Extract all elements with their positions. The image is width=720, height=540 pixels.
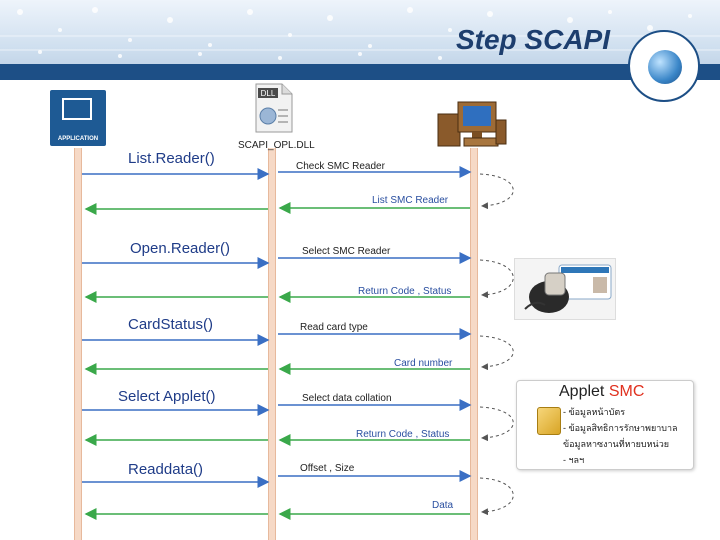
lifeline-dll bbox=[268, 148, 276, 540]
function-readdata: Readdata() bbox=[128, 461, 204, 478]
function-select-applet: Select Applet() bbox=[118, 388, 216, 405]
lifeline-application bbox=[74, 148, 82, 540]
applet-line-2: - ข้อมูลสิทธิการรักษาพยาบาล bbox=[563, 423, 678, 433]
header-bar bbox=[0, 64, 720, 80]
dll-badge: DLL bbox=[261, 89, 276, 98]
message-check-smc-reader: Check SMC Reader bbox=[296, 161, 385, 172]
message-return-code-2: Return Code , Status bbox=[356, 429, 450, 440]
reader-loop-3 bbox=[479, 335, 514, 371]
applet-title-smc: SMC bbox=[608, 383, 645, 400]
message-return-code-1: Return Code , Status bbox=[358, 286, 452, 297]
applet-line-4: - ฯลฯ bbox=[563, 455, 585, 465]
reader-loop-1 bbox=[479, 173, 514, 210]
reader-loop-4 bbox=[479, 406, 514, 442]
globe-icon bbox=[628, 30, 700, 102]
message-data: Data bbox=[432, 500, 454, 511]
function-open-reader: Open.Reader() bbox=[130, 240, 231, 257]
applet-smc-panel: Applet SMC - ข้อมูลหน้าบัตร - ข้อมูลสิทธ… bbox=[516, 380, 694, 470]
message-card-number: Card number bbox=[394, 358, 453, 369]
reader-loop-5 bbox=[479, 477, 514, 516]
applet-title-prefix: Applet bbox=[559, 383, 609, 400]
smart-chip-icon bbox=[537, 407, 561, 435]
slide-header bbox=[0, 0, 720, 80]
application-icon: APPLICATION bbox=[50, 90, 106, 146]
dll-name: SCAPI_OPL.DLL bbox=[238, 140, 315, 151]
function-card-status: CardStatus() bbox=[128, 316, 214, 333]
reader-loop-2 bbox=[479, 259, 514, 299]
applet-line-1: - ข้อมูลหน้าบัตร bbox=[563, 407, 626, 417]
computer-icon bbox=[437, 101, 507, 147]
applet-title: Applet SMC bbox=[559, 383, 644, 401]
message-offset-size: Offset , Size bbox=[300, 463, 355, 474]
applet-line-3: ข้อมูลหาซงานที่หายบหน่วย bbox=[563, 439, 670, 449]
message-list-smc-reader: List SMC Reader bbox=[372, 195, 449, 206]
dll-file-icon: DLL bbox=[255, 83, 293, 133]
lifeline-reader bbox=[470, 148, 478, 540]
application-label: APPLICATION bbox=[57, 136, 99, 142]
message-select-data-collation: Select data collation bbox=[302, 393, 392, 404]
slide-title: Step SCAPI bbox=[455, 24, 610, 55]
function-list-reader: List.Reader() bbox=[128, 150, 215, 167]
header-dot-pattern bbox=[0, 7, 720, 60]
message-read-card-type: Read card type bbox=[300, 322, 368, 333]
card-reader-photo bbox=[514, 258, 616, 320]
message-select-smc-reader: Select SMC Reader bbox=[302, 246, 391, 257]
